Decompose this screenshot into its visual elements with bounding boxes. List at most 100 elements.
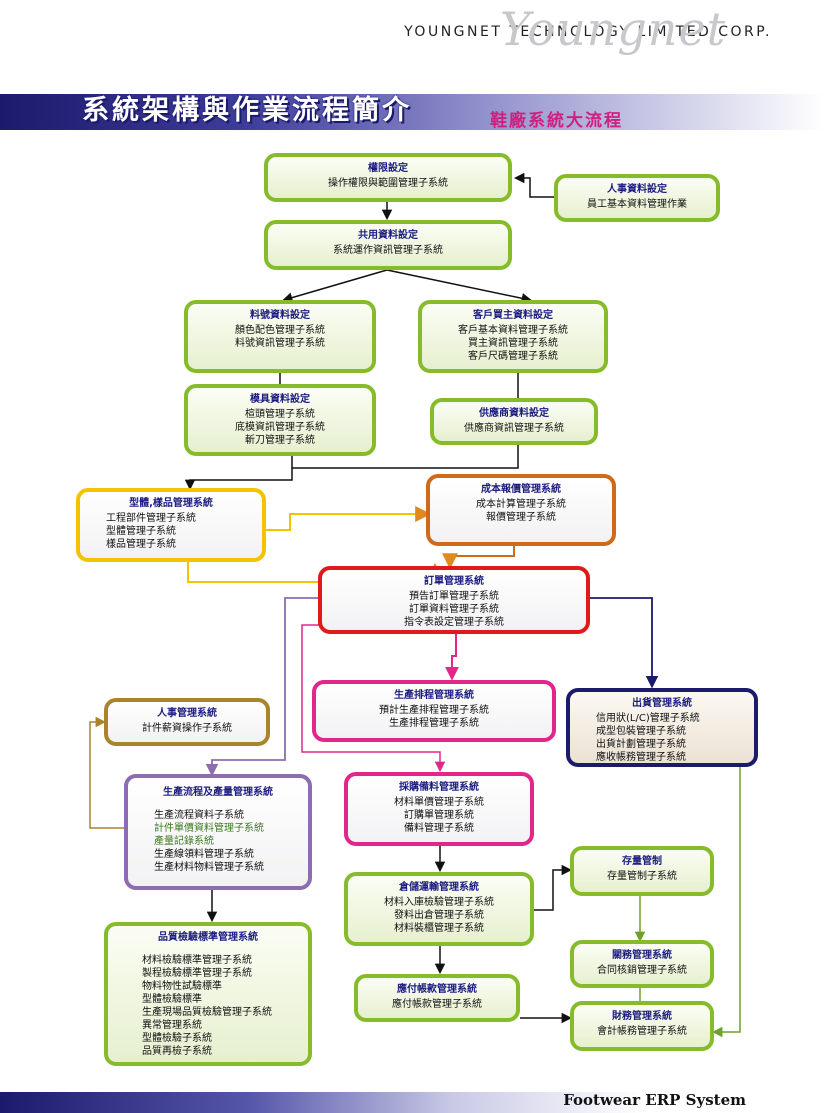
supplier-setup-line: 供應商資訊管理子系統 [464,423,564,434]
material-setup-title: 料號資料設定 [250,310,310,321]
mold-setup-line: 底模資訊管理子系統 [235,422,325,433]
order-system-box: 訂單管理系統 預告訂單管理子系統 訂單資料管理子系統 指令表設定管理子系統 [318,566,590,634]
finance-system-box: 財務管理系統 會計帳務管理子系統 [570,1001,714,1051]
mold-setup-line: 斬刀管理子系統 [245,435,315,446]
production-system-line: 生產材料物料管理子系統 [154,862,264,873]
inventory-control-line: 存量管制子系統 [607,871,677,882]
customer-setup-line: 買主資訊管理子系統 [468,338,558,349]
warehouse-system-line: 發料出倉管理子系統 [394,910,484,921]
customer-setup-box: 客戶買主資料設定 客戶基本資料管理子系統 買主資訊管理子系統 客戶尺碼管理子系統 [418,300,608,373]
common-setup-title: 共用資料設定 [358,230,418,241]
payable-system-title: 應付帳款管理系統 [397,984,477,995]
purchase-system-line: 備料管理子系統 [404,823,474,834]
shipping-system-box: 出貨管理系統 信用狀(L/C)管理子系統 成型包裝管理子系統 出貨計劃管理子系統… [566,688,758,767]
purchase-system-line: 材料單價管理子系統 [394,797,484,808]
payable-system-line: 應付帳款管理子系統 [392,999,482,1010]
supplier-setup-title: 供應商資料設定 [479,408,549,419]
shipping-system-line: 信用狀(L/C)管理子系統 [596,713,700,724]
cost-system-title: 成本報價管理系統 [481,484,561,495]
production-system-line: 生產流程資料子系統 [154,810,244,821]
mold-setup-line: 楦頭管理子系統 [245,409,315,420]
customs-system-line: 合同核銷管理子系統 [597,965,687,976]
production-system-title: 生產流程及產量管理系統 [163,787,273,798]
spacer [154,801,308,809]
material-setup-box: 料號資料設定 顏色配色管理子系統 料號資訊管理子系統 [184,300,376,373]
purchase-system-title: 採購備料管理系統 [399,782,479,793]
order-system-line: 訂單資料管理子系統 [409,604,499,615]
quality-system-line: 型體檢驗標準 [142,994,202,1005]
inventory-control-box: 存量管制 存量管制子系統 [570,846,714,896]
quality-system-box: 品質檢驗標準管理系統 材料檢驗標準管理子系統 製程檢驗標準管理子系統 物料物性試… [104,922,312,1066]
auth-setup-title: 權限設定 [368,163,408,174]
supplier-setup-box: 供應商資料設定 供應商資訊管理子系統 [430,398,598,445]
cost-system-line: 成本計算管理子系統 [476,499,566,510]
production-system-line: 生產線領料管理子系統 [154,849,254,860]
cost-system-box: 成本報價管理系統 成本計算管理子系統 報價管理子系統 [426,474,616,546]
finance-system-title: 財務管理系統 [612,1011,672,1022]
shipping-system-title: 出貨管理系統 [632,698,692,709]
sample-system-box: 型體,樣品管理系統 工程部件管理子系統 型體管理子系統 樣品管理子系統 [76,488,266,562]
finance-system-line: 會計帳務管理子系統 [597,1026,687,1037]
customer-setup-title: 客戶買主資料設定 [473,310,553,321]
hr-system-line: 計件薪資操作子系統 [142,723,232,734]
inventory-control-title: 存量管制 [622,856,662,867]
page-subtitle: 鞋廠系統大流程 [490,111,623,131]
quality-system-line: 異常管理系統 [142,1020,202,1031]
quality-system-line: 物料物性試驗標準 [142,981,222,992]
quality-system-line: 材料檢驗標準管理子系統 [142,955,252,966]
warehouse-system-line: 材料裝櫃管理子系統 [394,923,484,934]
warehouse-system-title: 倉儲運輸管理系統 [399,882,479,893]
company-name: YOUNGNET TECHNOLOGY LIMITED CORP. [404,24,772,40]
quality-system-title: 品質檢驗標準管理系統 [158,932,258,943]
common-setup-line: 系統運作資訊管理子系統 [333,245,443,256]
sample-system-line: 型體管理子系統 [106,526,176,537]
order-system-title: 訂單管理系統 [424,576,484,587]
schedule-system-line: 預計生產排程管理子系統 [379,705,489,716]
shipping-system-line: 成型包裝管理子系統 [596,726,686,737]
order-system-line: 指令表設定管理子系統 [404,617,504,628]
hr-setup-line: 員工基本資料管理作業 [587,199,687,210]
footer-banner [0,1092,824,1113]
material-setup-line: 料號資訊管理子系統 [235,338,325,349]
sample-system-title: 型體,樣品管理系統 [129,498,213,509]
sample-system-line: 工程部件管理子系統 [106,513,196,524]
spacer [142,946,308,954]
payable-system-box: 應付帳款管理系統 應付帳款管理子系統 [354,974,520,1022]
purchase-system-line: 訂購單管理系統 [404,810,474,821]
hr-system-box: 人事管理系統 計件薪資操作子系統 [104,698,270,746]
auth-setup-line: 操作權限與範圍管理子系統 [328,178,448,189]
hr-system-title: 人事管理系統 [157,708,217,719]
quality-system-line: 製程檢驗標準管理子系統 [142,968,252,979]
shipping-system-line: 出貨計劃管理子系統 [596,739,686,750]
cost-system-line: 報價管理子系統 [486,512,556,523]
customer-setup-line: 客戶尺碼管理子系統 [468,351,558,362]
company-logo: Youngnet [500,2,727,56]
sample-system-line: 樣品管理子系統 [106,539,176,550]
warehouse-system-box: 倉儲運輸管理系統 材料入庫檢驗管理子系統 發料出倉管理子系統 材料裝櫃管理子系統 [344,872,534,946]
production-system-line: 產量記錄系統 [154,836,214,847]
quality-system-line: 生產現場品質檢驗管理子系統 [142,1007,272,1018]
production-system-line: 計件單價資料管理子系統 [154,823,264,834]
customer-setup-line: 客戶基本資料管理子系統 [458,325,568,336]
mold-setup-title: 模具資料設定 [250,394,310,405]
warehouse-system-line: 材料入庫檢驗管理子系統 [384,897,494,908]
footer-text: Footwear ERP System [563,1091,746,1109]
hr-setup-title: 人事資料設定 [607,184,667,195]
mold-setup-box: 模具資料設定 楦頭管理子系統 底模資訊管理子系統 斬刀管理子系統 [184,384,376,456]
customs-system-box: 關務管理系統 合同核銷管理子系統 [570,940,714,988]
shipping-system-line: 應收帳務管理子系統 [596,752,686,763]
purchase-system-box: 採購備料管理系統 材料單價管理子系統 訂購單管理系統 備料管理子系統 [344,772,534,846]
material-setup-line: 顏色配色管理子系統 [235,325,325,336]
auth-setup-box: 權限設定 操作權限與範圍管理子系統 [264,153,512,202]
page-title: 系統架構與作業流程簡介 [82,95,412,126]
order-system-line: 預告訂單管理子系統 [409,591,499,602]
schedule-system-box: 生產排程管理系統 預計生產排程管理子系統 生產排程管理子系統 [312,680,556,742]
production-system-box: 生產流程及產量管理系統 生產流程資料子系統 計件單價資料管理子系統 產量記錄系統… [124,774,312,890]
quality-system-line: 型體檢驗子系統 [142,1033,212,1044]
common-setup-box: 共用資料設定 系統運作資訊管理子系統 [264,220,512,270]
schedule-system-line: 生產排程管理子系統 [389,718,479,729]
title-banner [0,94,824,130]
schedule-system-title: 生產排程管理系統 [394,690,474,701]
hr-setup-box: 人事資料設定 員工基本資料管理作業 [554,174,720,222]
quality-system-line: 品質再檢子系統 [142,1046,212,1057]
